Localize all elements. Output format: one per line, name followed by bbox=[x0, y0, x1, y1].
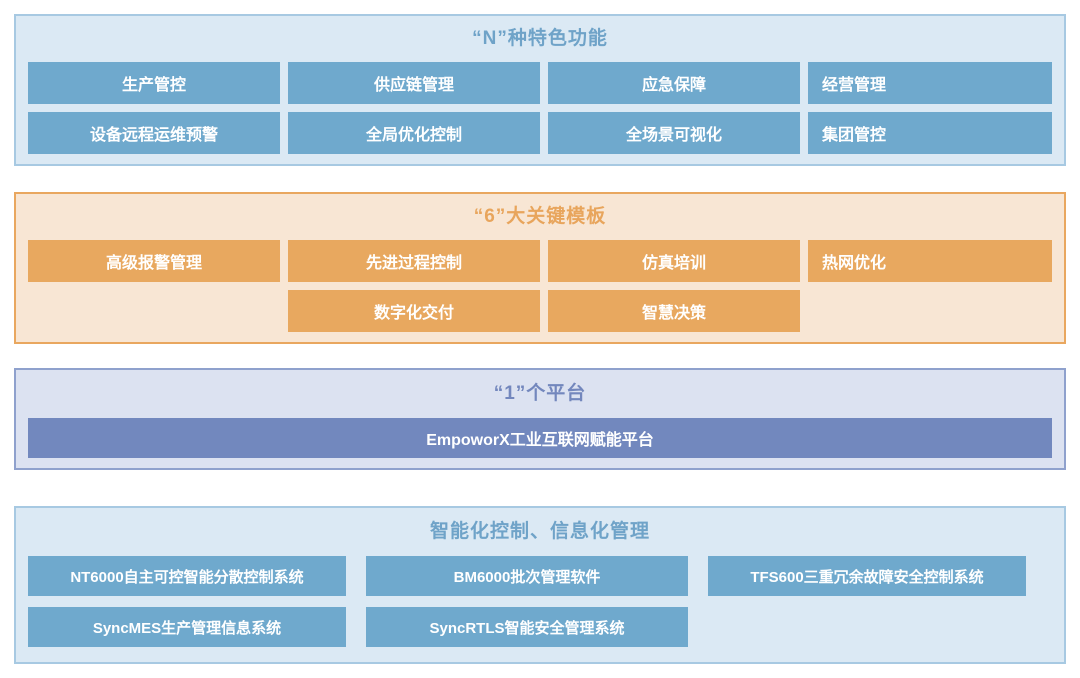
tile-gap bbox=[800, 240, 808, 284]
tile-feature-business-management[interactable]: 经营管理 bbox=[808, 62, 1052, 104]
tile-feature-group-control[interactable]: 集团管控 bbox=[808, 112, 1052, 154]
tile-product-bm6000[interactable]: BM6000批次管理软件 bbox=[366, 556, 688, 596]
tile-gap bbox=[540, 62, 548, 106]
tile-template-digital-delivery[interactable]: 数字化交付 bbox=[288, 290, 540, 332]
section-features-rows: 生产管控 供应链管理 应急保障 经营管理 设备远程运维预警 全局优化控制 全场景… bbox=[16, 62, 1064, 164]
section-templates-rows: 高级报警管理 先进过程控制 仿真培训 热网优化 数字化交付 智慧决策 bbox=[16, 240, 1064, 342]
section-platform-title: “1”个平台 bbox=[493, 383, 587, 404]
tile-feature-emergency[interactable]: 应急保障 bbox=[548, 62, 800, 104]
tile-template-simulation[interactable]: 仿真培训 bbox=[548, 240, 800, 282]
template-row-1: 高级报警管理 先进过程控制 仿真培训 热网优化 bbox=[28, 240, 1052, 284]
section-products-rows: NT6000自主可控智能分散控制系统 BM6000批次管理软件 TFS600三重… bbox=[16, 556, 1064, 662]
tile-feature-full-scene-visual[interactable]: 全场景可视化 bbox=[548, 112, 800, 154]
tile-gap bbox=[280, 240, 288, 284]
tile-product-syncrtls[interactable]: SyncRTLS智能安全管理系统 bbox=[366, 607, 688, 647]
tile-product-tfs600[interactable]: TFS600三重冗余故障安全控制系统 bbox=[708, 556, 1026, 596]
tile-gap bbox=[800, 290, 808, 334]
section-templates: “6”大关键模板 高级报警管理 先进过程控制 仿真培训 热网优化 数字化交付 智… bbox=[14, 192, 1066, 344]
feature-row-2: 设备远程运维预警 全局优化控制 全场景可视化 集团管控 bbox=[28, 112, 1052, 156]
tile-gap bbox=[280, 62, 288, 106]
tile-gap bbox=[540, 240, 548, 284]
tile-template-heat-network[interactable]: 热网优化 bbox=[808, 240, 1052, 282]
section-platform: “1”个平台 EmpoworX工业互联网赋能平台 bbox=[14, 368, 1066, 470]
product-row-2: SyncMES生产管理信息系统 SyncRTLS智能安全管理系统 bbox=[28, 607, 1052, 652]
tile-product-syncmes[interactable]: SyncMES生产管理信息系统 bbox=[28, 607, 346, 647]
tile-gap bbox=[346, 556, 366, 601]
section-products-title: 智能化控制、信息化管理 bbox=[429, 521, 650, 542]
section-features: “N”种特色功能 生产管控 供应链管理 应急保障 经营管理 设备远程运维预警 全… bbox=[14, 14, 1066, 166]
template-row-2: 数字化交付 智慧决策 bbox=[28, 290, 1052, 334]
tile-template-advanced-process[interactable]: 先进过程控制 bbox=[288, 240, 540, 282]
tile-gap bbox=[540, 290, 548, 334]
tile-product-nt6000[interactable]: NT6000自主可控智能分散控制系统 bbox=[28, 556, 346, 596]
section-features-title: “N”种特色功能 bbox=[472, 28, 608, 49]
tile-gap bbox=[800, 62, 808, 106]
section-templates-title: “6”大关键模板 bbox=[473, 206, 607, 227]
tile-gap bbox=[540, 112, 548, 156]
tile-gap bbox=[688, 607, 708, 652]
product-row-1: NT6000自主可控智能分散控制系统 BM6000批次管理软件 TFS600三重… bbox=[28, 556, 1052, 601]
tile-gap bbox=[688, 556, 708, 601]
tile-feature-supply-chain[interactable]: 供应链管理 bbox=[288, 62, 540, 104]
tile-template-smart-decision[interactable]: 智慧决策 bbox=[548, 290, 800, 332]
tile-platform-empoworx[interactable]: EmpoworX工业互联网赋能平台 bbox=[28, 418, 1052, 458]
platform-row-1: EmpoworX工业互联网赋能平台 bbox=[28, 418, 1052, 458]
tile-feature-production-control[interactable]: 生产管控 bbox=[28, 62, 280, 104]
tile-gap bbox=[346, 607, 366, 652]
tile-feature-remote-maintenance[interactable]: 设备远程运维预警 bbox=[28, 112, 280, 154]
tile-template-advanced-alarm[interactable]: 高级报警管理 bbox=[28, 240, 280, 282]
tile-feature-global-optimization[interactable]: 全局优化控制 bbox=[288, 112, 540, 154]
section-products: 智能化控制、信息化管理 NT6000自主可控智能分散控制系统 BM6000批次管… bbox=[14, 506, 1066, 664]
tile-gap bbox=[280, 290, 288, 334]
feature-row-1: 生产管控 供应链管理 应急保障 经营管理 bbox=[28, 62, 1052, 106]
section-platform-rows: EmpoworX工业互联网赋能平台 bbox=[16, 418, 1064, 468]
tile-gap bbox=[800, 112, 808, 156]
tile-gap bbox=[280, 112, 288, 156]
